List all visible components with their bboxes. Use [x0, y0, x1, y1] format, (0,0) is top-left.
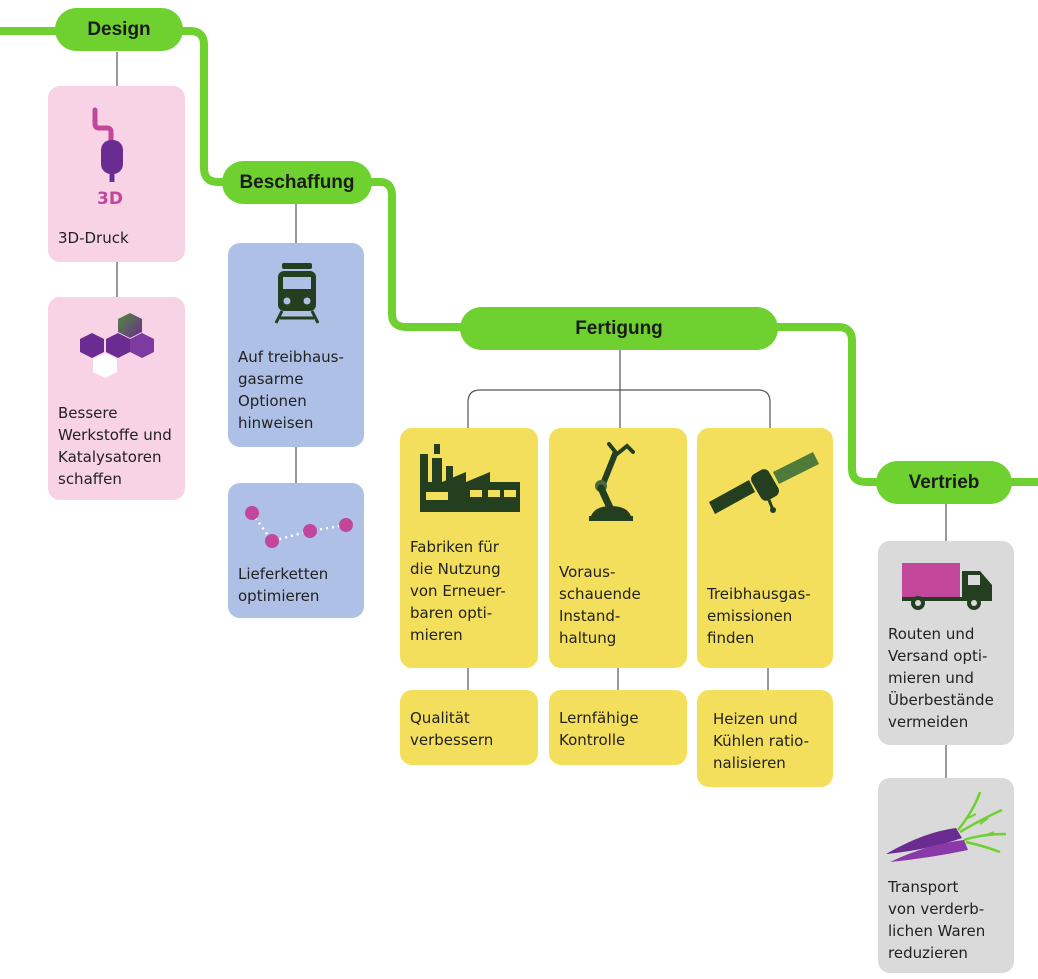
- card-learning-control: Lernfähige Kontrolle: [549, 690, 687, 765]
- satellite-icon: [709, 452, 819, 514]
- card-emissions: Treibhausgas- emissionen finden: [697, 428, 833, 668]
- carrots-icon: [886, 791, 1007, 862]
- card-factories-label: Fabriken für die Nutzung von Erneuer- ba…: [410, 538, 506, 644]
- card-emissions-label: Treibhausgas- emissionen finden: [707, 585, 811, 647]
- card-supply-chain: Lieferketten optimieren: [228, 483, 364, 618]
- stage-distribution-label: Vertrieb: [908, 471, 980, 493]
- robot-arm-icon: [589, 442, 635, 521]
- card-learning-control-label: Lernfähige Kontrolle: [559, 709, 639, 749]
- card-low-emission-options-label: Auf treibhaus- gasarme Optionen hinweise…: [238, 348, 344, 432]
- card-predictive-maintenance: Voraus- schauende Instand- haltung: [549, 428, 687, 668]
- stage-distribution: Vertrieb: [876, 461, 1012, 504]
- 3d-printer-icon: 3D: [92, 107, 123, 206]
- stage-manufacturing-label: Fertigung: [575, 317, 663, 339]
- stage-design: Design: [55, 8, 183, 51]
- train-icon: [274, 263, 320, 324]
- card-quality: Qualität verbessern: [400, 690, 538, 765]
- card-heating-cooling-label: Heizen und Kühlen ratio- nalisieren: [713, 710, 810, 772]
- card-routes: Routen und Versand opti- mieren und Über…: [878, 541, 1014, 745]
- card-factories: Fabriken für die Nutzung von Erneuer- ba…: [400, 428, 538, 668]
- card-materials: Bessere Werkstoffe und Katalysatoren sch…: [48, 297, 185, 500]
- card-perishables: Transport von verderb- lichen Waren redu…: [878, 778, 1014, 973]
- hexagon-molecule-icon: [80, 313, 154, 378]
- card-quality-label: Qualität verbessern: [410, 709, 494, 749]
- card-routes-label: Routen und Versand opti- mieren und Über…: [888, 625, 994, 731]
- card-heating-cooling: Heizen und Kühlen ratio- nalisieren: [697, 690, 833, 787]
- card-predictive-maintenance-label: Voraus- schauende Instand- haltung: [559, 563, 641, 647]
- factory-icon: [420, 444, 520, 512]
- stage-procurement-label: Beschaffung: [239, 171, 355, 193]
- stage-design-label: Design: [87, 18, 151, 40]
- card-low-emission-options: Auf treibhaus- gasarme Optionen hinweise…: [228, 243, 364, 447]
- stage-procurement: Beschaffung: [222, 161, 372, 204]
- card-perishables-label: Transport von verderb- lichen Waren redu…: [888, 878, 986, 962]
- truck-icon: [902, 563, 992, 610]
- card-supply-chain-label: Lieferketten optimieren: [238, 565, 329, 605]
- stage-manufacturing: Fertigung: [460, 307, 778, 350]
- card-materials-label: Bessere Werkstoffe und Katalysatoren sch…: [58, 404, 172, 488]
- 3d-icon-text: 3D: [97, 189, 123, 206]
- main-flow-path: [0, 27, 1038, 486]
- card-3d-printing: 3D 3D-Druck: [48, 86, 185, 262]
- card-3d-printing-label: 3D-Druck: [58, 229, 129, 247]
- network-dots-icon: [245, 506, 353, 548]
